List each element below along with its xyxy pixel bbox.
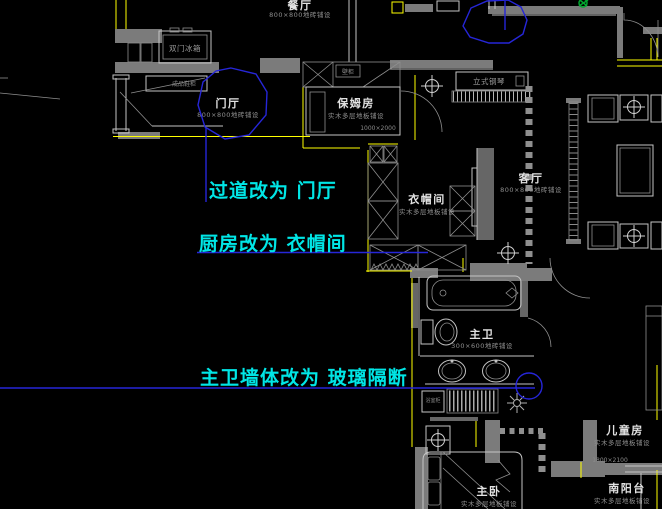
shoe-cabinet: 成品鞋柜 — [130, 75, 208, 94]
kids-room: 儿童房 实木多层地板铺设 1800×2100 — [592, 305, 662, 464]
bath-door-swing — [527, 317, 552, 348]
vanity-cabinet: 浴室柜 — [421, 390, 445, 413]
tile-edge-hatch — [370, 263, 420, 271]
plant-icon — [578, 0, 589, 8]
target-symbol — [426, 428, 450, 452]
kids-bed — [645, 305, 662, 411]
foyer-revision-cloud[interactable] — [197, 67, 268, 140]
sink — [482, 359, 510, 383]
kids-door-dim: 1800×2100 — [592, 457, 628, 464]
bed — [422, 451, 523, 509]
dining-room-finish: 800×800地砖铺设 — [269, 10, 331, 19]
sink — [438, 359, 466, 383]
revision-marks[interactable] — [0, 0, 543, 400]
wardrobe-x-boxes — [367, 145, 476, 271]
annotation-bath[interactable]: 主卫墙体改为 玻璃隔断 — [200, 366, 408, 389]
kids-room-label: 儿童房 — [605, 423, 644, 437]
master-bathroom: 浴室柜 主卫 300×600地砖铺设 — [420, 275, 552, 421]
bathtub — [426, 275, 522, 311]
master-bedroom-label: 主卧 — [477, 484, 502, 498]
annotation-cloakroom[interactable]: 厨房改为 衣帽间 — [199, 232, 347, 255]
target-symbol — [496, 241, 520, 265]
sofa-seat — [587, 221, 619, 250]
vanity-label: 浴室柜 — [425, 397, 440, 404]
foyer-label: 门厅 — [216, 96, 241, 110]
south-balcony: 南阳台 实木多层地板铺设 — [594, 481, 650, 505]
dining-room-label: 餐厅 — [287, 0, 313, 12]
living-room-label: 客厅 — [518, 171, 544, 185]
master-bedroom: 主卧 实木多层地板铺设 — [422, 425, 546, 509]
nanny-room-label: 保姆房 — [336, 96, 375, 110]
living-room-finish: 800×800地砖铺设 — [500, 185, 562, 194]
piano: 立式钢琴 — [451, 71, 531, 103]
cloakroom-label: 衣帽间 — [408, 192, 446, 206]
wall-closet-label: 壁柜 — [342, 68, 354, 76]
coffee-table — [616, 144, 654, 197]
cloakroom: 衣帽间 实木多层地板铺设 — [367, 145, 476, 271]
foyer: 门厅 800×800地砖铺设 — [197, 96, 259, 119]
target-symbol — [622, 224, 646, 248]
kids-room-finish: 实木多层地板铺设 — [594, 438, 650, 447]
sofa-seat — [587, 94, 619, 123]
nanny-room-dim: 1000×2000 — [360, 125, 396, 132]
piano-label: 立式钢琴 — [473, 76, 505, 86]
target-symbol — [622, 95, 646, 119]
floor-drain-symbol — [507, 393, 527, 413]
annotation-foyer[interactable]: 过道改为 门厅 — [209, 179, 337, 202]
tv-cabinet — [568, 101, 579, 241]
floor-grille — [430, 388, 499, 421]
toilet — [420, 318, 458, 346]
bath-revision-circle[interactable] — [515, 372, 543, 400]
living-room: 客厅 800×800地砖铺设 — [500, 86, 662, 264]
sofa-seat — [619, 223, 649, 249]
master-bedroom-finish: 实木多层地板铺设 — [461, 499, 517, 508]
top-revision-cloud[interactable] — [462, 0, 528, 44]
fridge: 双门冰箱 — [158, 27, 212, 64]
target-symbol — [420, 74, 444, 98]
annotations[interactable]: 过道改为 门厅 厨房改为 衣帽间 主卫墙体改为 玻璃隔断 — [199, 179, 408, 389]
balcony-finish: 实木多层地板铺设 — [594, 496, 650, 505]
cloakroom-finish: 实木多层地板铺设 — [399, 207, 455, 216]
nanny-room: 壁柜 保姆房 实木多层地板铺设 1000×2000 — [302, 61, 443, 136]
shoe-cabinet-label: 成品鞋柜 — [172, 80, 196, 88]
fridge-label: 双门冰箱 — [169, 43, 201, 53]
foyer-finish: 800×800地砖铺设 — [197, 110, 259, 119]
entry-cabinet — [127, 42, 153, 63]
master-bath-label: 主卫 — [470, 327, 495, 341]
nanny-room-finish: 实木多层地板铺设 — [328, 111, 384, 120]
balcony-label: 南阳台 — [608, 481, 646, 495]
walls-yellow — [113, 0, 662, 509]
sofa-seat — [619, 94, 649, 121]
master-bath-finish: 300×600地砖铺设 — [451, 341, 513, 350]
walls-gray — [115, 4, 662, 509]
